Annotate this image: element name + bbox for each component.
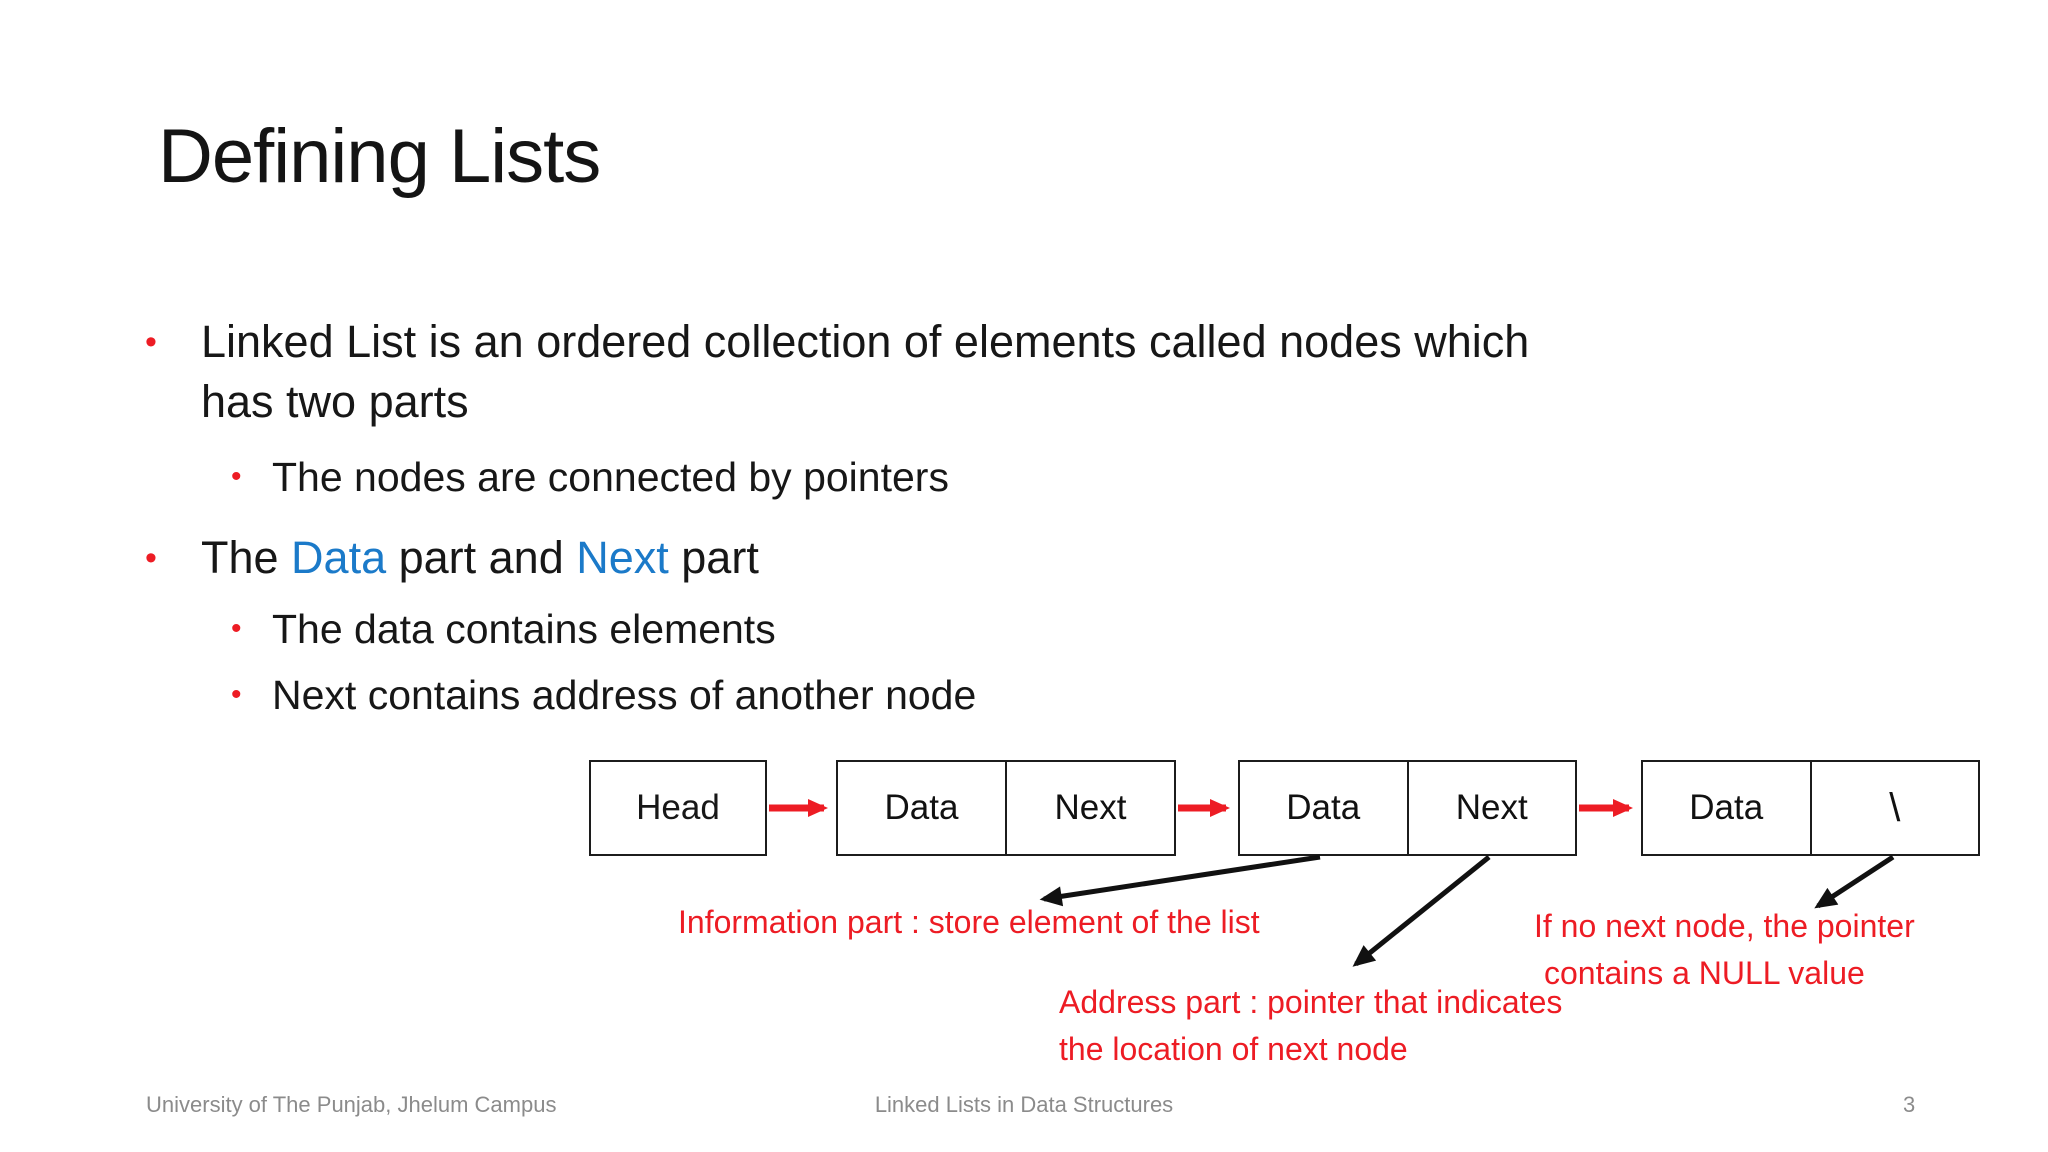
- bullet-text: Linked List is an ordered collection of …: [201, 312, 1529, 432]
- footer-deck-title: Linked Lists in Data Structures: [874, 1092, 1174, 1117]
- bullet-icon: •: [231, 612, 242, 645]
- annotation-line: Information part : store element of the …: [678, 904, 1260, 940]
- text-segment: The: [201, 532, 292, 583]
- head-label: Head: [636, 788, 720, 827]
- text-segment-data: Data: [291, 532, 387, 583]
- text-segment-next: Next: [576, 532, 669, 583]
- subbullet-next-address: • Next contains address of another node: [231, 670, 976, 720]
- node-1-next-cell: Next: [1005, 762, 1174, 854]
- bullet-text: The nodes are connected by pointers: [272, 454, 949, 500]
- head-box: Head: [589, 760, 767, 856]
- annotation-line: contains a NULL value: [1544, 955, 1865, 991]
- node-2-next-cell: Next: [1406, 762, 1576, 854]
- bullet-icon: •: [231, 460, 242, 493]
- bullet-line: Linked List is an ordered collection of …: [201, 316, 1530, 367]
- bullet-line: has two parts: [201, 376, 469, 427]
- node-2-data-cell: Data: [1286, 788, 1361, 827]
- bullet-icon: •: [145, 323, 157, 361]
- subbullet-data-elements: • The data contains elements: [231, 604, 776, 654]
- bullet-data-next-part: • The Data part and Next part: [145, 528, 759, 588]
- annotation-information-part: Information part : store element of the …: [678, 899, 1260, 946]
- annotation-line: If no next node, the pointer: [1534, 908, 1915, 944]
- annotation-line: Address part : pointer that indicates: [1059, 984, 1563, 1020]
- node-3: Data \: [1641, 760, 1980, 856]
- node-3-null-cell: \: [1809, 762, 1979, 854]
- bullet-icon: •: [145, 539, 157, 577]
- annotation-arrow-information: [1039, 854, 1321, 907]
- node-1: Data Next: [836, 760, 1176, 856]
- bullet-text: The data contains elements: [272, 606, 776, 652]
- annotation-null-pointer: If no next node, the pointer contains a …: [1534, 903, 1915, 997]
- text-segment: part: [668, 532, 759, 583]
- bullet-linked-list-definition: • Linked List is an ordered collection o…: [145, 312, 1529, 432]
- annotation-arrow-address: [1352, 855, 1491, 967]
- node-3-data-cell: Data: [1689, 788, 1764, 827]
- annotation-address-part: Address part : pointer that indicates th…: [1059, 979, 1562, 1073]
- annotation-line: the location of next node: [1059, 1031, 1408, 1067]
- footer-page-number: 3: [1903, 1092, 1916, 1117]
- bullet-icon: •: [231, 678, 242, 711]
- node-2: Data Next: [1238, 760, 1577, 856]
- page-title: Defining Lists: [158, 114, 601, 199]
- footer-institution: University of The Punjab, Jhelum Campus: [146, 1092, 557, 1117]
- subbullet-nodes-pointers: • The nodes are connected by pointers: [231, 452, 949, 502]
- bullet-text: Next contains address of another node: [272, 672, 977, 718]
- node-1-data-cell: Data: [884, 788, 959, 827]
- annotation-arrow-null: [1814, 854, 1895, 909]
- bullet-text: The Data part and Next part: [201, 528, 759, 588]
- text-segment: part and: [386, 532, 577, 583]
